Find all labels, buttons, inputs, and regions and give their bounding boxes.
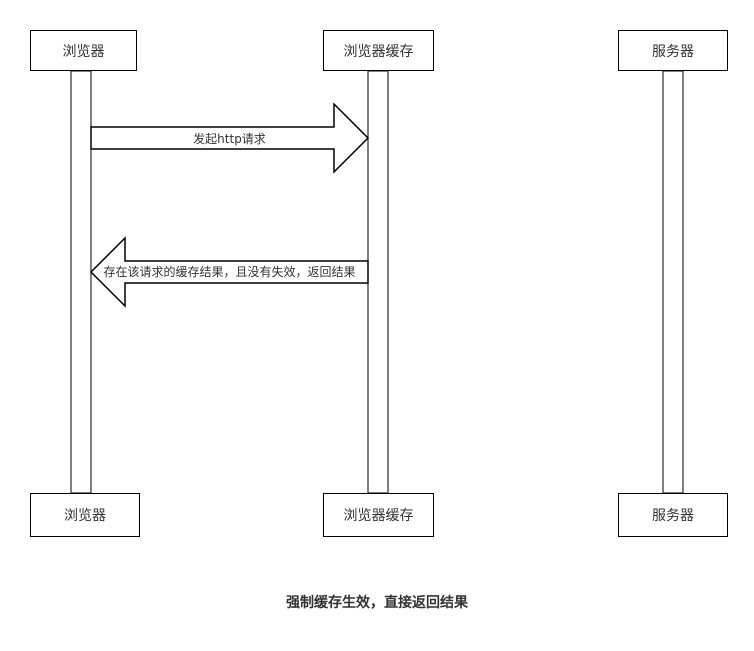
browser-lifeline xyxy=(70,70,92,494)
request-label: 发起http请求 xyxy=(193,132,266,146)
server-box-bottom: 服务器 xyxy=(618,493,728,537)
diagram-caption: 强制缓存生效，直接返回结果 xyxy=(286,595,468,611)
response-label: 存在该请求的缓存结果，且没有失效，返回结果 xyxy=(103,265,356,279)
browser-box-bottom: 浏览器 xyxy=(30,493,140,537)
response-arrow xyxy=(89,236,369,308)
server-lifeline xyxy=(662,70,684,494)
browser-cache-box-top: 浏览器缓存 xyxy=(323,30,434,71)
request-arrow xyxy=(90,102,370,174)
browser-cache-lifeline xyxy=(367,70,389,494)
server-box-top: 服务器 xyxy=(618,30,728,71)
browser-cache-box-bottom: 浏览器缓存 xyxy=(323,493,434,537)
browser-box-top: 浏览器 xyxy=(30,30,137,71)
